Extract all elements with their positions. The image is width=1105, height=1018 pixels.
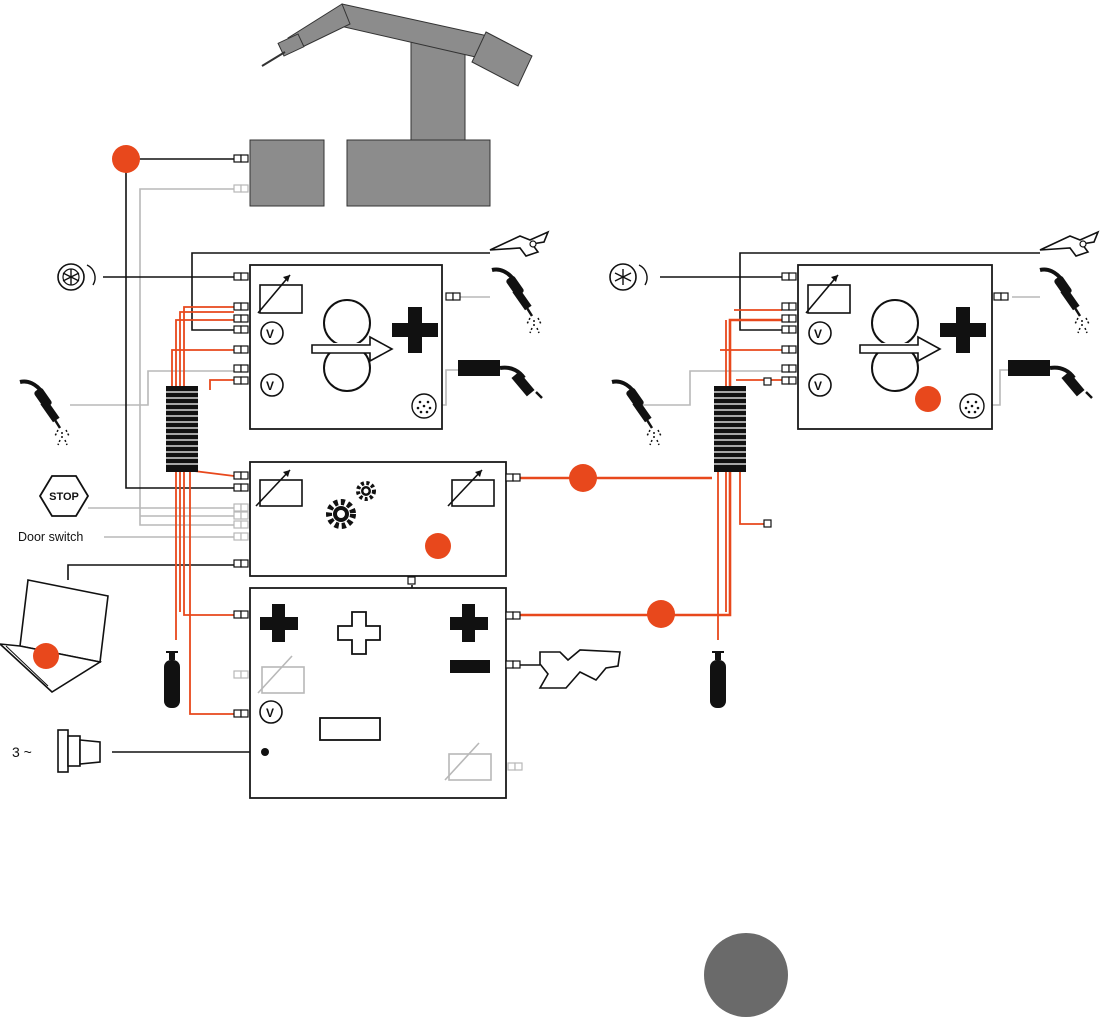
stop-label: STOP: [49, 491, 79, 503]
welding-torch-icon: [492, 269, 541, 333]
ground-clamp-icon: [540, 650, 620, 688]
hose-package-left: [166, 386, 198, 472]
welding-torch-icon: [20, 381, 69, 445]
laptop-icon: [0, 580, 108, 692]
gray-dot: [704, 933, 788, 1017]
welding-torch-icon: [612, 381, 661, 445]
ground-clamp-icon: [490, 232, 548, 256]
voltmeter-label-1: V: [266, 327, 274, 341]
marker-control-unit: [425, 533, 451, 559]
mains-plug-icon: [58, 730, 100, 772]
marker-interconnect-lower: [647, 600, 675, 628]
welding-torch-icon: [500, 368, 542, 398]
gas-cylinder-icon: [164, 652, 180, 708]
hose-package-right: [714, 386, 746, 472]
marker-robot: [112, 145, 140, 173]
industrial-robot-arm-icon: [234, 4, 532, 206]
coolant-fan-icon: [58, 264, 95, 290]
gas-cylinder-icon: [710, 652, 726, 708]
coolant-fan-icon: [610, 264, 647, 290]
marker-laptop: [33, 643, 59, 669]
door-switch-label: Door switch: [18, 530, 83, 544]
voltmeter-label-2: V: [266, 379, 274, 393]
gray-wiring: [70, 189, 1040, 675]
mains-label: 3 ~: [12, 744, 32, 760]
voltmeter-label-4: V: [814, 379, 822, 393]
power-source: V: [234, 588, 522, 798]
welding-torch-icon: [1040, 269, 1089, 333]
control-unit: [234, 462, 520, 602]
wire-feeder-left: V V: [234, 265, 500, 429]
welding-torch-icon: [1050, 368, 1092, 398]
ground-clamp-icon: [1040, 232, 1098, 256]
wire-feeder-right: V V: [782, 265, 1050, 429]
voltmeter-label-5: V: [266, 706, 274, 720]
marker-interconnect-upper: [569, 464, 597, 492]
stop-button-icon: STOP: [40, 476, 88, 516]
voltmeter-label-3: V: [814, 327, 822, 341]
marker-feeder-right: [915, 386, 941, 412]
